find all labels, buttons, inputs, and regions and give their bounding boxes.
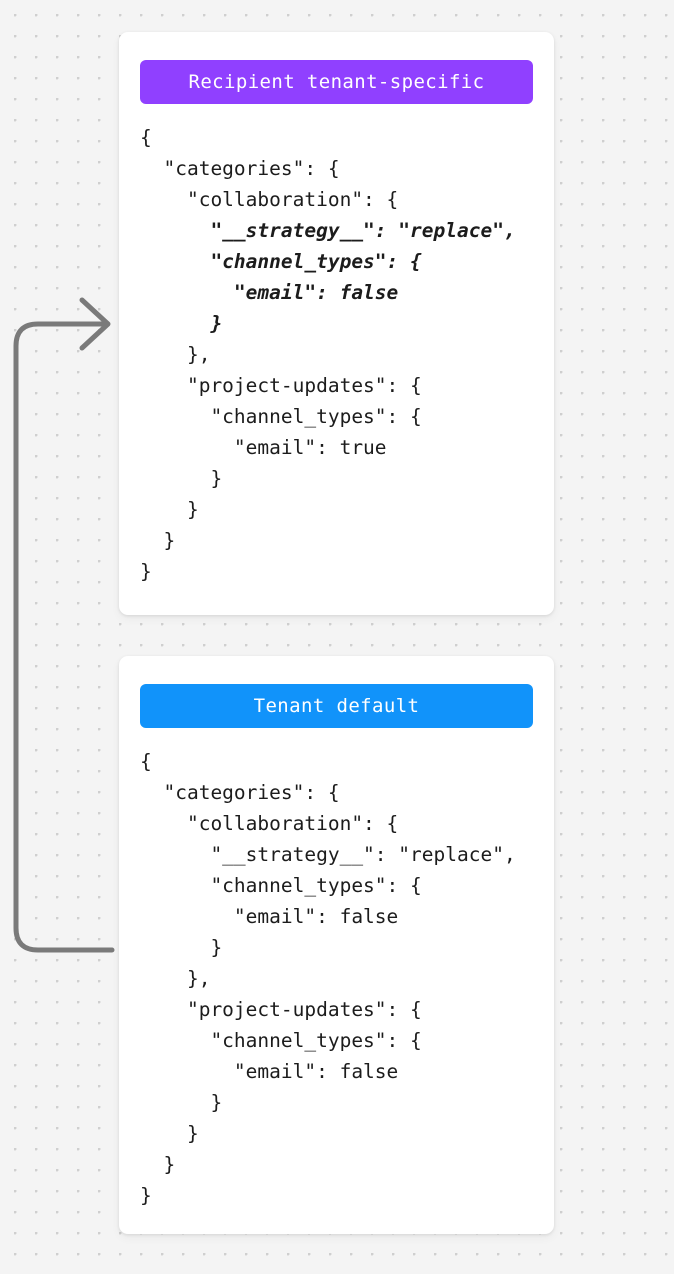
code-line: "categories": {	[140, 781, 340, 804]
badge-tenant-default: Tenant default	[140, 684, 533, 728]
code-block-tenant-default: { "categories": { "collaboration": { "__…	[140, 746, 540, 1211]
code-block-recipient-tenant-specific: { "categories": { "collaboration": { "__…	[140, 122, 540, 587]
code-line: }	[140, 467, 223, 490]
code-line: "email": false	[140, 281, 399, 304]
card-recipient-tenant-specific: Recipient tenant-specific { "categories"…	[119, 32, 554, 615]
code-line: }	[140, 560, 152, 583]
code-line: "channel_types": {	[140, 1029, 422, 1052]
code-line: "project-updates": {	[140, 998, 422, 1021]
code-line: "collaboration": {	[140, 188, 399, 211]
code-line: "email": false	[140, 905, 399, 928]
code-line: "categories": {	[140, 157, 340, 180]
code-line: "channel_types": {	[140, 405, 422, 428]
code-line: },	[140, 967, 211, 990]
code-line: }	[140, 312, 223, 335]
code-line: }	[140, 1122, 199, 1145]
code-line: }	[140, 1153, 176, 1176]
code-line: {	[140, 750, 152, 773]
code-line: }	[140, 936, 223, 959]
badge-recipient-tenant-specific: Recipient tenant-specific	[140, 60, 533, 104]
code-line: "email": false	[140, 1060, 399, 1083]
code-line: "__strategy__": "replace",	[140, 219, 516, 242]
code-line: "email": true	[140, 436, 387, 459]
code-line: "collaboration": {	[140, 812, 399, 835]
code-line: "project-updates": {	[140, 374, 422, 397]
code-line: {	[140, 126, 152, 149]
code-line: "channel_types": {	[140, 874, 422, 897]
code-line: }	[140, 498, 199, 521]
code-line: }	[140, 1184, 152, 1207]
card-tenant-default: Tenant default { "categories": { "collab…	[119, 656, 554, 1234]
code-line: "channel_types": {	[140, 250, 422, 273]
code-line: }	[140, 529, 176, 552]
code-line: }	[140, 1091, 223, 1114]
code-line: },	[140, 343, 211, 366]
code-line: "__strategy__": "replace",	[140, 843, 516, 866]
